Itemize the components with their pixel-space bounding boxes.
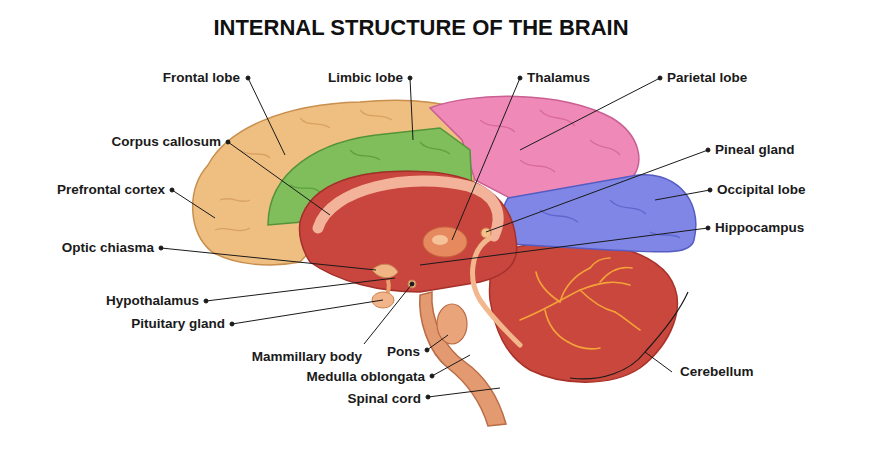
part-label: Spinal cord (347, 391, 421, 407)
diagram-title: INTERNAL STRUCTURE OF THE BRAIN (0, 14, 842, 42)
part-label: Hippocampus (715, 220, 804, 236)
part-label: Frontal lobe (163, 70, 240, 86)
part-label: Medulla oblongata (306, 369, 425, 385)
part-label: Mammillary body (252, 349, 362, 365)
part-label: Pituitary gland (131, 316, 225, 332)
part-label: Thalamus (527, 70, 590, 86)
part-label: Corpus callosum (111, 134, 221, 150)
part-label: Pons (387, 344, 420, 360)
part-label: Occipital lobe (717, 182, 806, 198)
part-label: Optic chiasma (62, 240, 154, 256)
part-label: Limbic lobe (328, 70, 403, 86)
part-label: Prefrontal cortex (57, 182, 165, 198)
part-label: Hypothalamus (106, 293, 199, 309)
part-label: Pineal gland (715, 142, 795, 158)
part-label: Cerebellum (680, 364, 754, 380)
part-label: Parietal lobe (667, 70, 747, 86)
